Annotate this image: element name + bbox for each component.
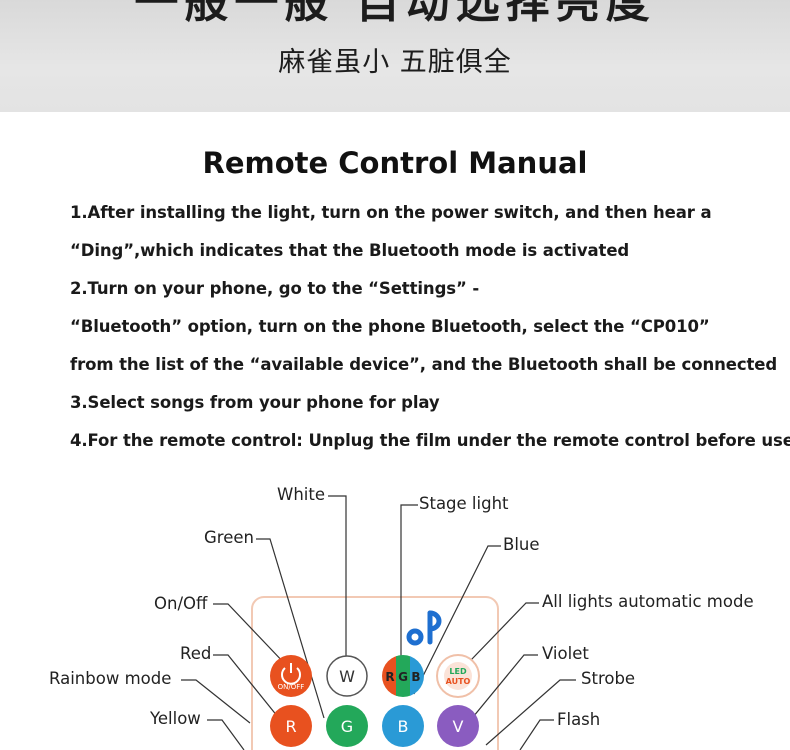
- red-button-label: R: [285, 717, 296, 736]
- label-violet: Violet: [542, 644, 589, 663]
- stage-light-button[interactable]: R G B: [382, 655, 425, 697]
- auto-mode-led-label: LED: [449, 667, 467, 676]
- brand-logo-icon: [406, 610, 442, 646]
- power-button-label: ON/OFF: [278, 683, 305, 691]
- auto-mode-button[interactable]: LED AUTO: [436, 654, 480, 698]
- label-on-off: On/Off: [154, 594, 208, 613]
- label-flash: Flash: [557, 710, 601, 729]
- banner-cropped-heading: 一般一般 自动选择亮度: [134, 0, 656, 28]
- green-button-label: G: [341, 717, 353, 736]
- auto-mode-auto-label: AUTO: [446, 677, 471, 686]
- violet-button-label: V: [453, 717, 464, 736]
- label-yellow: Yellow: [150, 709, 201, 728]
- stage-light-b-label: B: [411, 670, 420, 684]
- label-blue: Blue: [503, 535, 540, 554]
- power-button[interactable]: ON/OFF: [270, 655, 312, 697]
- label-rainbow-mode: Rainbow mode: [49, 669, 172, 688]
- blue-button-label: B: [398, 717, 409, 736]
- manual-step-2-cont-b: from the list of the “available device”,…: [70, 355, 778, 374]
- label-strobe: Strobe: [581, 669, 636, 688]
- top-banner: 一般一般 自动选择亮度 麻雀虽小 五脏俱全: [0, 0, 790, 112]
- manual-step-2-cont-a: “Bluetooth” option, turn on the phone Bl…: [70, 317, 710, 336]
- manual-step-1-cont: “Ding”,which indicates that the Bluetoot…: [70, 241, 630, 260]
- manual-step-2: 2.Turn on your phone, go to the “Setting…: [70, 279, 480, 298]
- label-red: Red: [180, 644, 212, 663]
- label-green: Green: [204, 528, 254, 547]
- red-button[interactable]: R: [270, 705, 312, 747]
- remote-diagram: ON/OFF W R G B LED AUTO R: [0, 470, 790, 750]
- stage-light-g-label: G: [398, 670, 408, 684]
- blue-button[interactable]: B: [382, 705, 424, 747]
- stage-light-r-label: R: [385, 670, 394, 684]
- manual-title: Remote Control Manual: [202, 146, 588, 180]
- label-all-auto: All lights automatic mode: [542, 592, 754, 611]
- white-button-label: W: [339, 667, 355, 686]
- label-white: White: [277, 485, 325, 504]
- manual-step-1: 1.After installing the light, turn on th…: [70, 203, 712, 222]
- manual-step-3: 3.Select songs from your phone for play: [70, 393, 440, 412]
- remote-illustration: ON/OFF W R G B LED AUTO R: [181, 495, 576, 750]
- label-stage-light: Stage light: [419, 494, 509, 513]
- green-button[interactable]: G: [326, 705, 368, 747]
- white-button[interactable]: W: [326, 655, 368, 697]
- violet-button[interactable]: V: [437, 705, 479, 747]
- banner-subtitle: 麻雀虽小 五脏俱全: [278, 47, 512, 78]
- manual-step-4: 4.For the remote control: Unplug the fil…: [70, 431, 790, 450]
